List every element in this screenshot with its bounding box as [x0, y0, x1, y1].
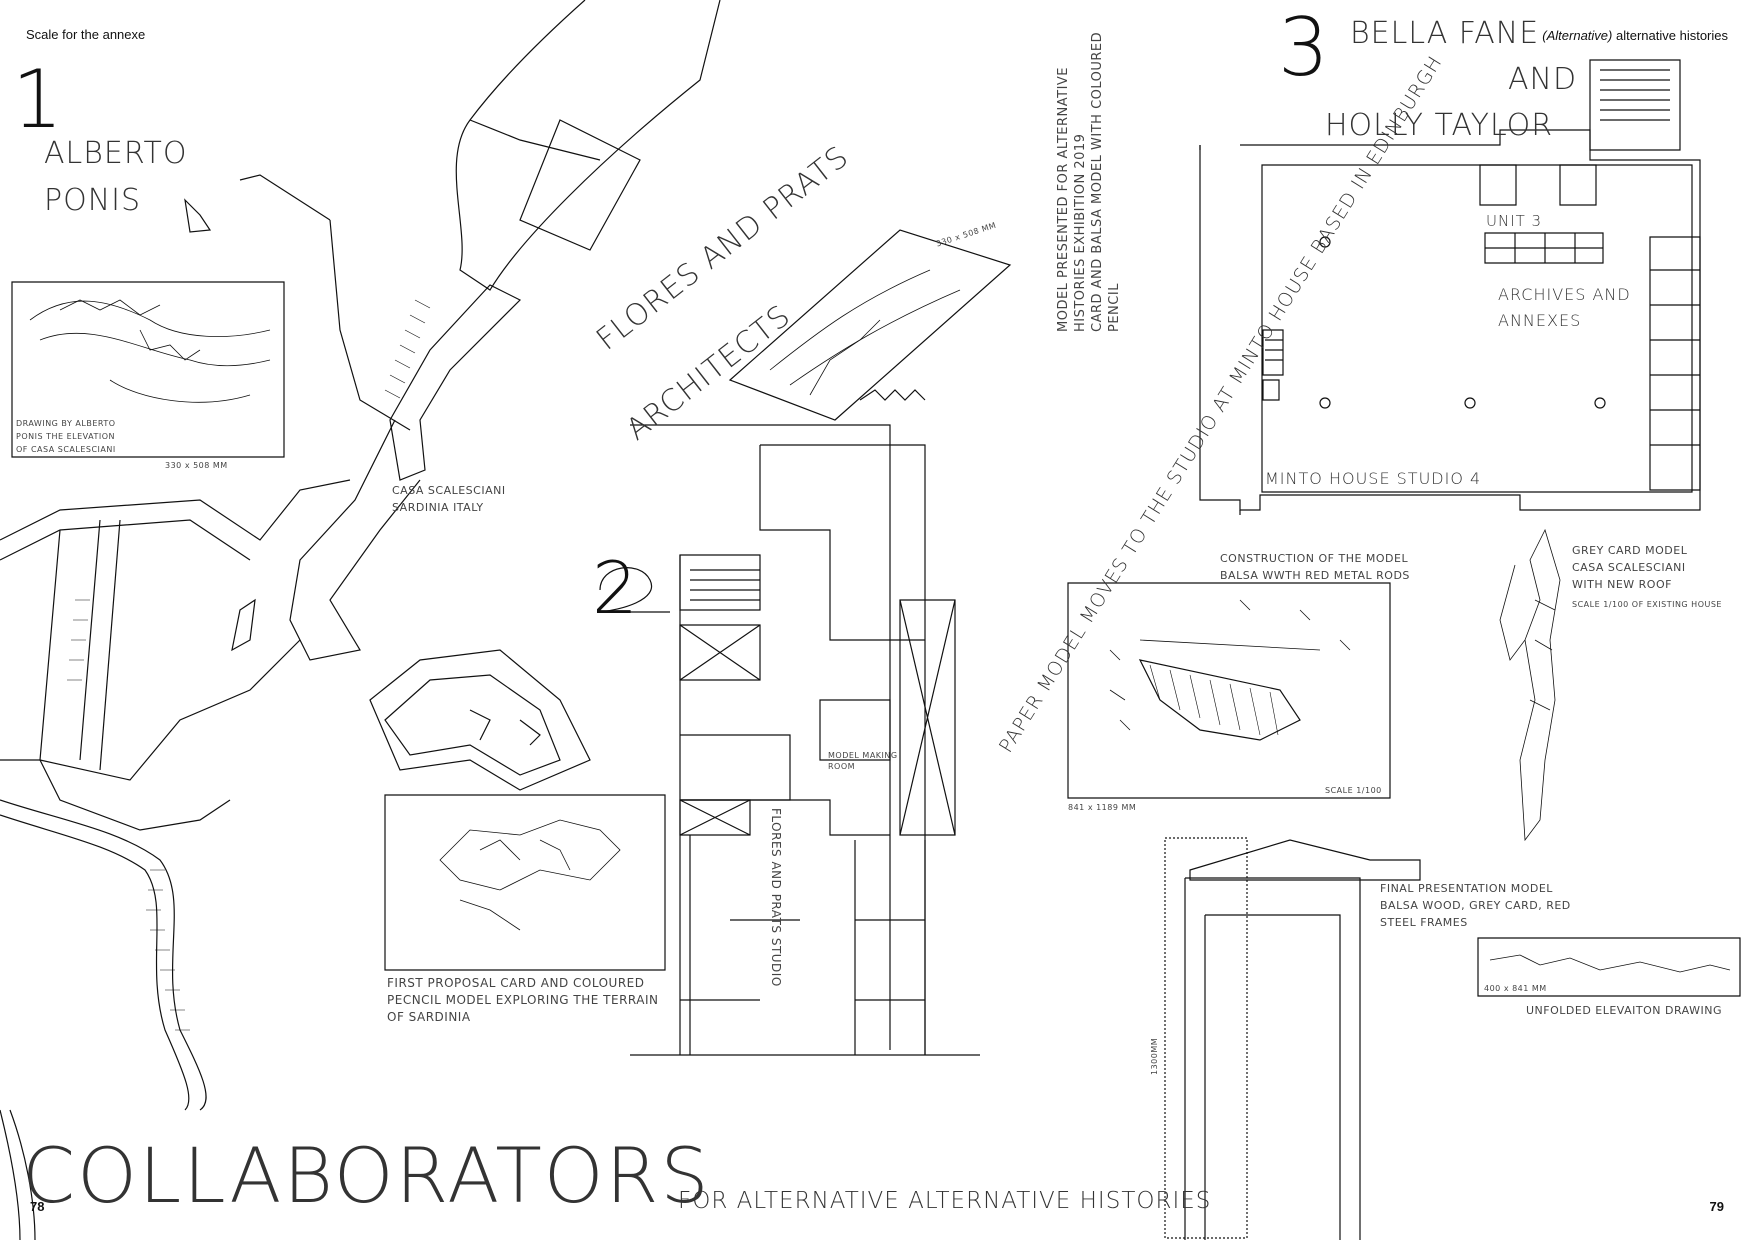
header-right: (Alternative) alternative histories	[1542, 28, 1728, 43]
section-3-name-line3: HOLLY TAYLOR	[1325, 108, 1554, 143]
final-model-caption: FINAL PRESENTATION MODEL BALSA WOOD, GRE…	[1380, 880, 1571, 931]
drawing-frame-proposal	[385, 795, 665, 970]
section-1-name-line1: ALBERTO	[44, 136, 188, 171]
model-making-room-label: MODEL MAKING ROOM	[828, 750, 898, 772]
site-caption: CASA SCALESCIANI SARDINIA ITALY	[392, 482, 506, 516]
construction-dimension: 841 x 1189 MM	[1068, 803, 1137, 812]
drawing-caption: DRAWING BY ALBERTO PONIS THE ELEVATION O…	[16, 417, 116, 456]
drawing-caption-line: DRAWING BY ALBERTO	[16, 419, 116, 428]
grey-card-caption-line: WITH NEW ROOF	[1572, 578, 1672, 591]
section-1-number: 1	[12, 53, 63, 146]
drawing-caption-line: PONIS THE ELEVATION	[16, 432, 115, 441]
section-3-name-line2: AND	[1508, 62, 1578, 97]
floor-plan-studio	[630, 390, 980, 1055]
path-hatching	[67, 300, 430, 1030]
unfolded-caption: UNFOLDED ELEVAITON DRAWING	[1526, 1004, 1722, 1017]
exhibit-caption: MODEL PRESENTED FOR ALTERNATIVE HISTORIE…	[1055, 32, 1123, 332]
exhibit-caption-line: CARD AND BALSA MODEL WITH COLOURED	[1090, 31, 1105, 332]
page-number-left: 78	[30, 1199, 45, 1214]
drawing-dimension: 330 x 508 MM	[165, 461, 228, 470]
section-3-name-line1: BELLA FANE	[1350, 16, 1540, 51]
drawing-frame-elevation	[12, 282, 284, 457]
header-right-rest: alternative histories	[1616, 28, 1728, 43]
exhibit-caption-line: MODEL PRESENTED FOR ALTERNATIVE	[1056, 66, 1071, 332]
grey-card-caption-line: CASA SCALESCIANI	[1572, 561, 1686, 574]
minto-house-plan	[1200, 60, 1700, 515]
site-plan-casa-scalesciani	[0, 0, 720, 1240]
grey-card-scale: SCALE 1/100 OF EXISTING HOUSE	[1572, 600, 1722, 609]
section-1-name-line2: PONIS	[44, 183, 142, 218]
exhibit-caption-line: PENCIL	[1107, 283, 1122, 332]
exhibit-caption-line: HISTORIES EXHIBITION 2019	[1073, 133, 1088, 332]
drawing-caption-line: OF CASA SCALESCIANI	[16, 445, 116, 454]
room-label-line: MODEL MAKING	[828, 751, 898, 760]
proposal-caption-line: OF SARDINIA	[387, 1010, 471, 1024]
room-label-line: ROOM	[828, 762, 856, 771]
site-caption-line: SARDINIA ITALY	[392, 501, 484, 514]
section-2-number: 2	[592, 546, 638, 630]
collaborators-subtitle: FOR ALTERNATIVE ALTERNATIVE HISTORIES	[678, 1188, 1212, 1214]
header-right-italic: (Alternative)	[1542, 28, 1613, 43]
grey-card-model-sketch	[1500, 530, 1560, 840]
final-model-caption-line: BALSA WOOD, GREY CARD, RED	[1380, 899, 1571, 912]
grey-card-caption-line: GREY CARD MODEL	[1572, 544, 1688, 557]
tilted-model-flores-prats	[730, 230, 1010, 420]
unit-3-label: UNIT 3	[1486, 212, 1543, 230]
final-model-height: 1300MM	[1150, 1037, 1159, 1075]
archives-label: ARCHIVES AND ANNEXES	[1498, 282, 1631, 334]
collaborators-title: COLLABORATORS	[22, 1131, 711, 1220]
proposal-caption-line: PECNCIL MODEL EXPLORING THE TERRAIN	[387, 993, 659, 1007]
section-3-number: 3	[1278, 1, 1329, 94]
grey-card-caption: GREY CARD MODEL CASA SCALESCIANI WITH NE…	[1572, 542, 1687, 593]
unfolded-elevation-frame	[1478, 938, 1740, 996]
final-presentation-model	[1165, 838, 1420, 1240]
page-number-right: 79	[1709, 1199, 1724, 1214]
site-caption-line: CASA SCALESCIANI	[392, 484, 506, 497]
construction-scale: SCALE 1/100	[1325, 786, 1382, 795]
numeral-2-curve	[600, 568, 670, 612]
construction-caption-line: BALSA WWTH RED METAL RODS	[1220, 569, 1410, 582]
studio-vertical-label: FLORES AND PRATS STUDIO	[769, 808, 783, 987]
final-model-caption-line: FINAL PRESENTATION MODEL	[1380, 882, 1553, 895]
archives-label-line: ARCHIVES AND	[1498, 285, 1631, 304]
final-model-caption-line: STEEL FRAMES	[1380, 916, 1468, 929]
construction-caption-line: CONSTRUCTION OF THE MODEL	[1220, 552, 1409, 565]
archives-label-line: ANNEXES	[1498, 311, 1582, 330]
construction-frame	[1068, 583, 1390, 798]
header-left: Scale for the annexe	[26, 27, 146, 42]
proposal-caption: FIRST PROPOSAL CARD AND COLOURED PECNCIL…	[387, 975, 659, 1026]
minto-house-studio-label: MINTO HOUSE STUDIO 4	[1265, 469, 1482, 488]
proposal-caption-line: FIRST PROPOSAL CARD AND COLOURED	[387, 976, 645, 990]
unfolded-dimension: 400 x 841 MM	[1484, 984, 1547, 993]
construction-caption: CONSTRUCTION OF THE MODEL BALSA WWTH RED…	[1220, 550, 1410, 584]
